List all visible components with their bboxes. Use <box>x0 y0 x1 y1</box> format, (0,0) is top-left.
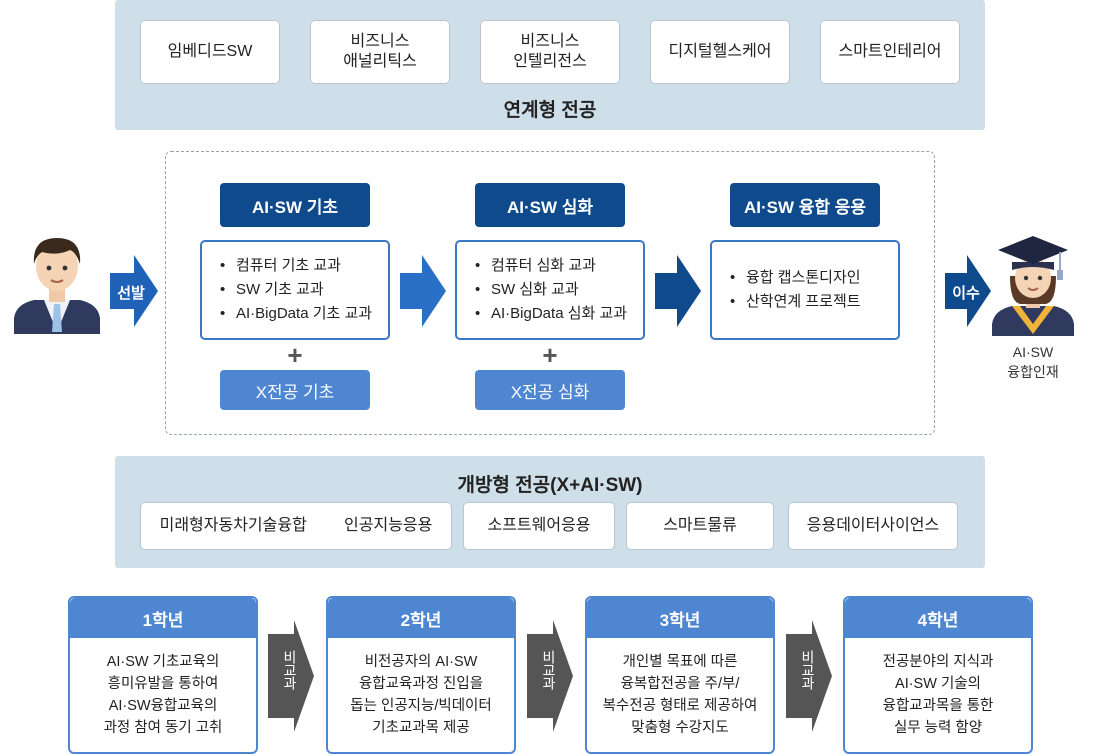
stage-advanced-item: 컴퓨터 심화 교과 <box>475 254 627 278</box>
open-item-group: 미래형자동차기술융합 인공지능응용 <box>140 502 452 550</box>
stage-basic-item: 컴퓨터 기초 교과 <box>220 254 372 278</box>
select-arrow-icon <box>110 255 158 327</box>
extracurricular-label: 비교과 <box>541 650 557 689</box>
linked-item-business-analytics: 비즈니스 애널리틱스 <box>310 20 450 84</box>
open-item-ai-application: 인공지능응용 <box>344 517 433 534</box>
graduate-icon <box>992 236 1074 336</box>
process-frame <box>165 151 935 435</box>
open-major-title: 개방형 전공(X+AI·SW) <box>457 475 643 496</box>
complete-arrow-icon <box>945 255 991 327</box>
stage-convergence-title: AI·SW 융합 응용 <box>730 183 880 227</box>
linked-item-business-intelligence: 비즈니스 인텔리전스 <box>480 20 620 84</box>
stage-basic-item: AI·BigData 기초 교과 <box>220 302 372 326</box>
stage-advanced-item: SW 심화 교과 <box>475 278 627 302</box>
extracurricular-arrow-icon <box>527 620 573 732</box>
year-card-title: 1학년 <box>70 598 256 638</box>
extracurricular-label: 비교과 <box>282 650 298 689</box>
flow-arrow-icon <box>655 255 701 327</box>
select-label: 선발 <box>117 285 145 302</box>
graduate-label: AI·SW 융합인재 <box>1007 344 1059 380</box>
stage-basic-item: SW 기초 교과 <box>220 278 372 302</box>
linked-item-digital-healthcare: 디지털헬스케어 <box>650 20 790 84</box>
student-icon <box>14 238 100 334</box>
stage-convergence-item: 산학연계 프로젝트 <box>730 290 861 314</box>
x-major-basic: X전공 기초 <box>220 370 370 410</box>
year-card-title: 3학년 <box>587 598 773 638</box>
complete-label: 이수 <box>952 285 980 302</box>
stage-advanced-box: 컴퓨터 심화 교과 SW 심화 교과 AI·BigData 심화 교과 <box>455 240 645 340</box>
year-card-body: AI·SW 기초교육의 흥미유발을 통하여 AI·SW융합교육의 과정 참여 동… <box>103 654 223 736</box>
flow-arrow-icon <box>400 255 446 327</box>
stage-convergence-box: 융합 캡스톤디자인 산학연계 프로젝트 <box>710 240 900 340</box>
linked-major-title: 연계형 전공 <box>503 100 597 121</box>
stage-basic-box: 컴퓨터 기초 교과 SW 기초 교과 AI·BigData 기초 교과 <box>200 240 390 340</box>
year-card-2: 2학년 비전공자의 AI·SW 융합교육과정 진입을 돕는 인공지능/빅데이터 … <box>326 596 516 754</box>
stage-convergence-item: 융합 캡스톤디자인 <box>730 266 861 290</box>
plus-icon: + <box>287 340 303 370</box>
stage-advanced-item: AI·BigData 심화 교과 <box>475 302 627 326</box>
open-item-data-science: 응용데이터사이언스 <box>788 502 958 550</box>
extracurricular-label: 비교과 <box>800 650 816 689</box>
open-item-smart-logistics: 스마트물류 <box>626 502 774 550</box>
year-card-3: 3학년 개인별 목표에 따른 융복합전공을 주/부/ 복수전공 형태로 제공하여… <box>585 596 775 754</box>
year-card-body: 개인별 목표에 따른 융복합전공을 주/부/ 복수전공 형태로 제공하여 맞춤형… <box>602 654 758 736</box>
stage-basic-title: AI·SW 기초 <box>220 183 370 227</box>
open-item-future-car: 미래형자동차기술융합 <box>159 517 307 534</box>
year-card-1: 1학년 AI·SW 기초교육의 흥미유발을 통하여 AI·SW융합교육의 과정 … <box>68 596 258 754</box>
year-card-title: 4학년 <box>845 598 1031 638</box>
year-card-body: 비전공자의 AI·SW 융합교육과정 진입을 돕는 인공지능/빅데이터 기초교과… <box>350 654 492 736</box>
year-card-body: 전공분야의 지식과 AI·SW 기술의 융합교과목을 통한 실무 능력 함양 <box>882 654 994 736</box>
stage-advanced-title: AI·SW 심화 <box>475 183 625 227</box>
linked-item-smart-interior: 스마트인테리어 <box>820 20 960 84</box>
open-item-software: 소프트웨어응용 <box>463 502 615 550</box>
year-card-4: 4학년 전공분야의 지식과 AI·SW 기술의 융합교과목을 통한 실무 능력 … <box>843 596 1033 754</box>
extracurricular-arrow-icon <box>786 620 832 732</box>
extracurricular-arrow-icon <box>268 620 314 732</box>
year-card-title: 2학년 <box>328 598 514 638</box>
linked-item-embedded-sw: 임베디드SW <box>140 20 280 84</box>
x-major-advanced: X전공 심화 <box>475 370 625 410</box>
plus-icon: + <box>542 340 558 370</box>
